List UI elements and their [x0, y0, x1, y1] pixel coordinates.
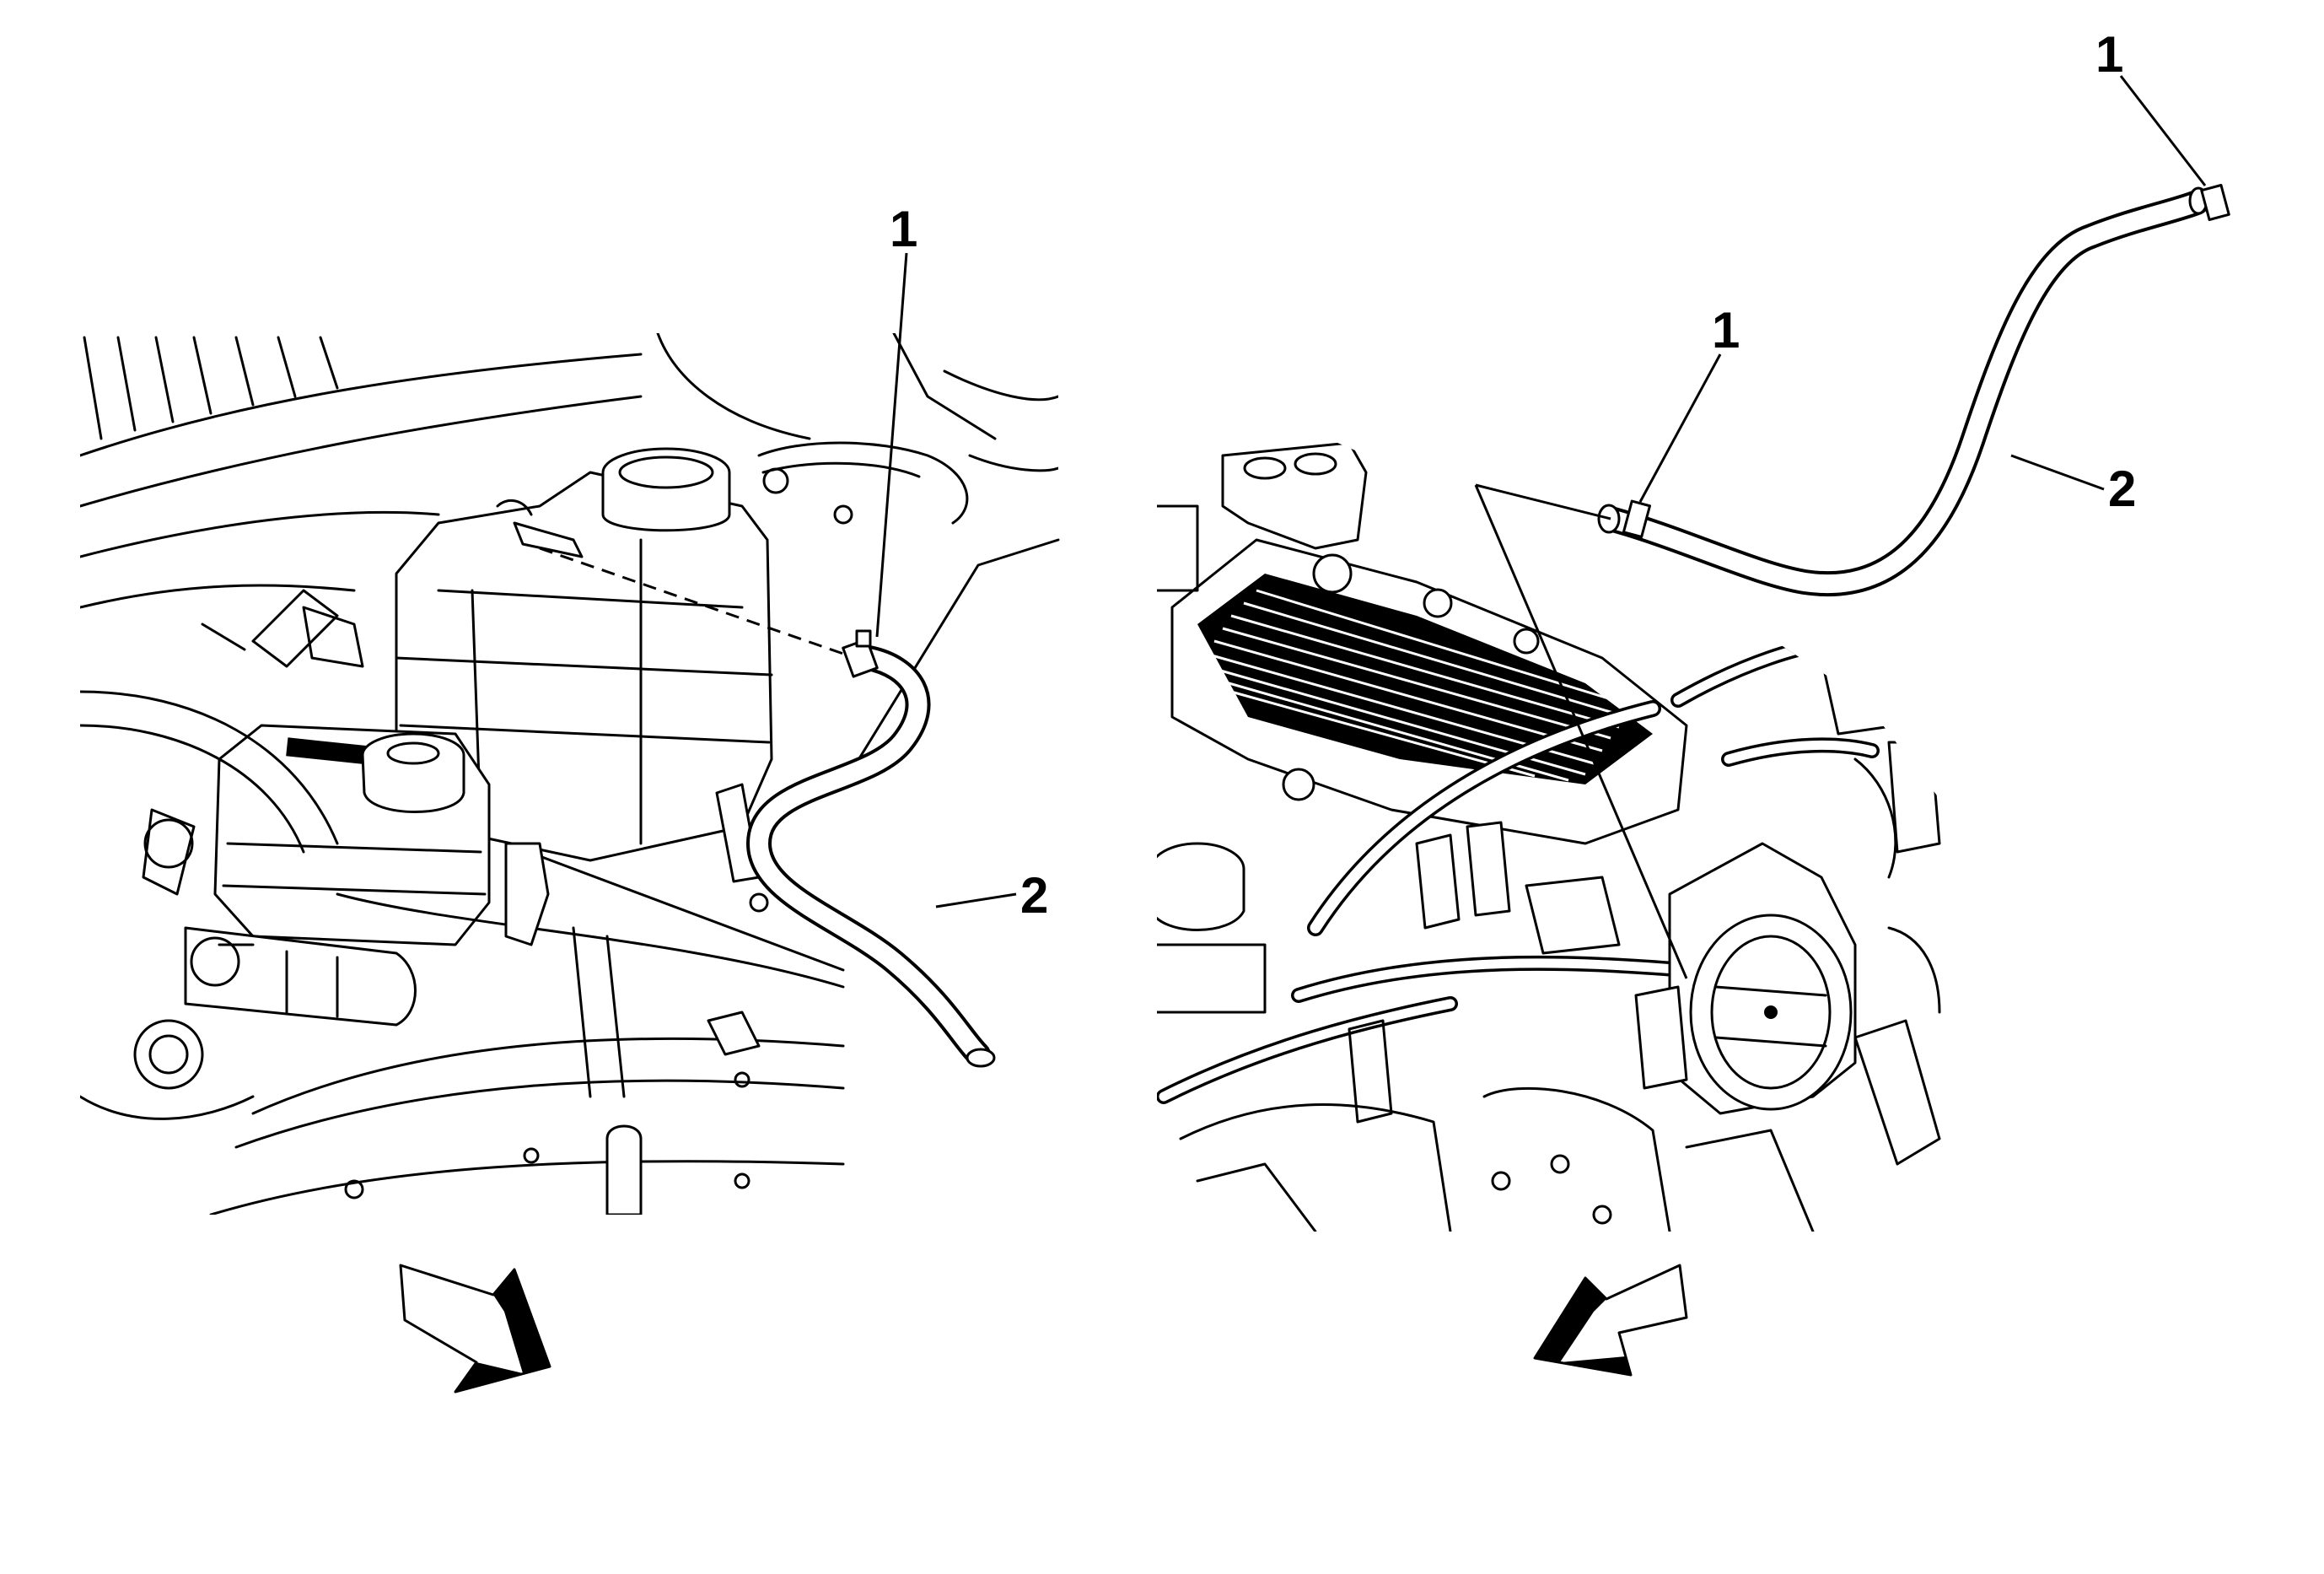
direction-arrow-front-left-icon — [1533, 1264, 1688, 1377]
right-panel-engine: 1 1 2 — [1157, 26, 2230, 1377]
brake-fluid-reservoir — [184, 724, 491, 1027]
brake-booster — [80, 690, 339, 1120]
left-heater-hose — [539, 547, 996, 1068]
left-callout-2: 2 — [1020, 867, 1048, 924]
right-callout-1b: 1 — [2095, 26, 2123, 83]
left-hose-clamp — [842, 629, 879, 678]
engine-lift-bracket — [1221, 441, 1368, 550]
right-callout-1b-leader — [2119, 75, 2207, 186]
routing-leader-a — [1474, 484, 1688, 979]
routing-leader-b — [1475, 483, 1611, 520]
cowl-vent-slats — [80, 336, 643, 609]
right-callout-1a: 1 — [1712, 302, 1740, 358]
right-hose-clamp-lower — [1622, 499, 1652, 538]
left-callout-2-leader — [935, 892, 1017, 908]
right-callout-2: 2 — [2108, 461, 2136, 517]
right-hose-clamp-upper-body — [2200, 184, 2230, 221]
right-callout-1a-leader — [1638, 353, 1722, 503]
direction-arrow-front-right-icon — [399, 1264, 551, 1393]
left-callout-1-leader — [875, 252, 908, 638]
right-heater-hose — [1597, 186, 2209, 597]
engine-valve-cover — [1170, 538, 1688, 845]
left-callout-1: 1 — [890, 201, 917, 257]
coolant-reservoir — [395, 447, 773, 862]
left-panel-engine-bay: 1 2 — [80, 201, 1060, 1393]
throttle-body — [1634, 842, 1857, 1115]
right-callout-2-leader — [2010, 454, 2105, 491]
